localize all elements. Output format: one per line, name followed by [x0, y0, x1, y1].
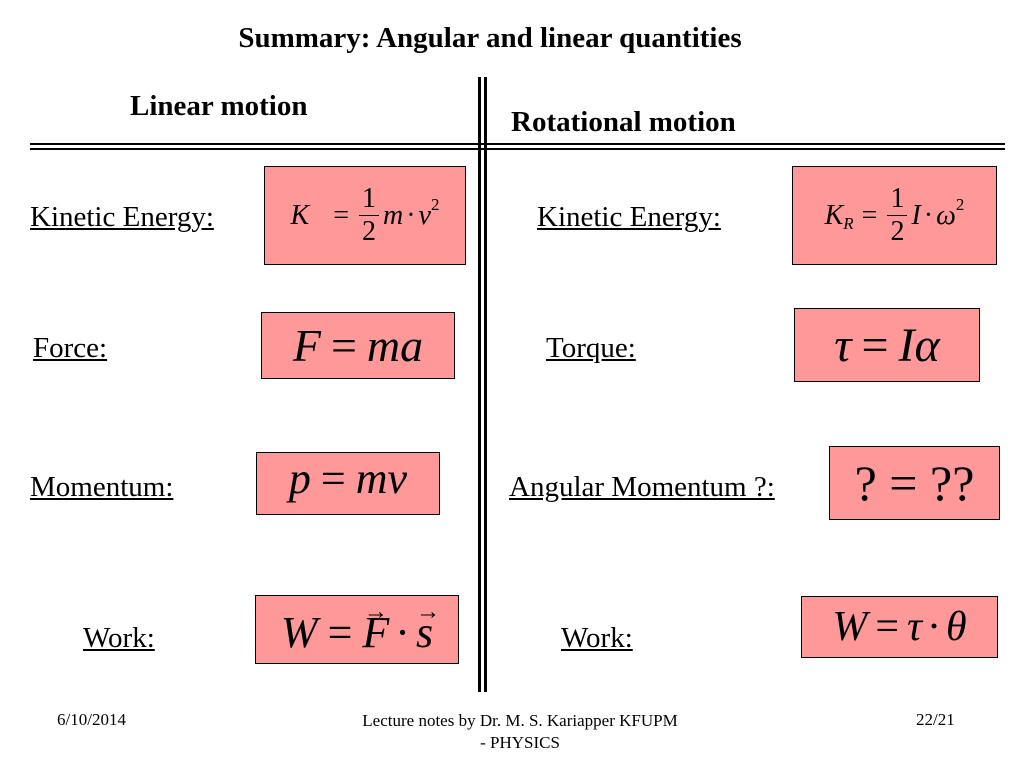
label-angular-momentum: Angular Momentum ?: — [509, 471, 775, 503]
eq-symbol-w: W — [280, 608, 318, 657]
eq-unknown: ? = ?? — [854, 455, 975, 511]
vector-arrow-icon: → — [363, 597, 388, 625]
header-rotational-motion: Rotational motion — [511, 106, 736, 138]
eq-symbol-i: I — [911, 199, 921, 231]
eq-symbol-k: K — [290, 199, 310, 231]
eq-denominator: 2 — [361, 216, 376, 247]
eq-equals: = — [861, 318, 889, 372]
eq-symbol-f: F — [292, 320, 321, 371]
eq-exponent: 2 — [955, 195, 965, 214]
eq-symbol-f: F — [362, 608, 390, 657]
label-torque: Torque: — [546, 332, 636, 364]
eq-symbol-w: W — [832, 604, 868, 650]
column-divider-right — [484, 77, 487, 692]
label-momentum: Momentum: — [30, 471, 174, 503]
label-kinetic-energy-linear: Kinetic Energy: — [30, 201, 214, 233]
header-linear-motion: Linear motion — [130, 90, 308, 122]
eq-symbol-tau: τ — [907, 604, 923, 650]
eq-numerator: 1 — [358, 185, 379, 216]
eq-equals: = — [875, 604, 899, 650]
eq-symbol-mv: mv — [355, 454, 408, 503]
eq-symbol-i: I — [898, 318, 915, 372]
equation-kinetic-energy-linear: K = 1 2 m · v 2 — [264, 166, 466, 265]
footer-credit-line2: - PHYSICS — [480, 733, 560, 752]
eq-denominator: 2 — [890, 216, 905, 247]
eq-subscript-r: R — [843, 214, 854, 233]
eq-fraction-half: 1 2 — [358, 185, 379, 247]
eq-dot: · — [927, 604, 942, 650]
eq-symbol-m: m — [382, 199, 404, 231]
eq-symbol-tau: τ — [834, 318, 852, 372]
header-divider-bottom — [30, 148, 1005, 150]
label-work-rotational: Work: — [561, 622, 633, 654]
eq-vector-s: → s — [415, 598, 440, 658]
eq-dot: · — [923, 199, 934, 231]
footer-credit: Lecture notes by Dr. M. S. Kariapper KFU… — [300, 710, 740, 754]
slide-title: Summary: Angular and linear quantities — [238, 22, 742, 54]
eq-symbol-v: v — [418, 199, 431, 231]
eq-symbol-omega: ω — [936, 199, 956, 231]
equation-angular-momentum: ? = ?? — [829, 446, 1000, 520]
equation-work-rotational: W = τ · θ — [801, 596, 998, 658]
eq-symbol-ma: ma — [366, 320, 424, 371]
eq-equals: = — [327, 608, 353, 657]
equation-kinetic-energy-rotational: K R = 1 2 I · ω 2 — [792, 166, 997, 265]
eq-symbol-theta: θ — [946, 604, 967, 650]
eq-symbol-s: s — [415, 608, 434, 657]
eq-equals: = — [861, 199, 878, 231]
equation-force: F = ma — [261, 312, 455, 379]
eq-exponent: 2 — [430, 195, 440, 214]
eq-numerator: 1 — [887, 185, 908, 216]
footer-page-number: 22/21 — [916, 710, 955, 729]
column-divider-left — [478, 77, 481, 692]
label-kinetic-energy-rotational: Kinetic Energy: — [537, 201, 721, 233]
eq-equals: = — [333, 199, 349, 231]
label-work-linear: Work: — [83, 622, 155, 654]
equation-work-linear: W = → F · → s — [255, 595, 459, 664]
eq-symbol-p: p — [288, 454, 311, 503]
eq-equals: = — [330, 320, 357, 371]
eq-symbol-k: K — [824, 199, 844, 231]
eq-dot: · — [406, 199, 416, 231]
footer-date: 6/10/2014 — [57, 710, 126, 729]
equation-momentum: p = mv — [256, 452, 440, 515]
eq-fraction-half: 1 2 — [887, 185, 908, 247]
equation-torque: τ = I α — [794, 308, 980, 382]
header-divider-top — [30, 143, 1005, 145]
vector-arrow-icon: → — [415, 597, 441, 625]
eq-dot: · — [395, 608, 410, 657]
eq-equals: = — [320, 454, 346, 503]
label-force: Force: — [33, 332, 108, 364]
eq-vector-f: → F — [362, 598, 390, 658]
footer-credit-line1: Lecture notes by Dr. M. S. Kariapper KFU… — [362, 711, 678, 730]
eq-symbol-alpha: α — [914, 318, 940, 372]
